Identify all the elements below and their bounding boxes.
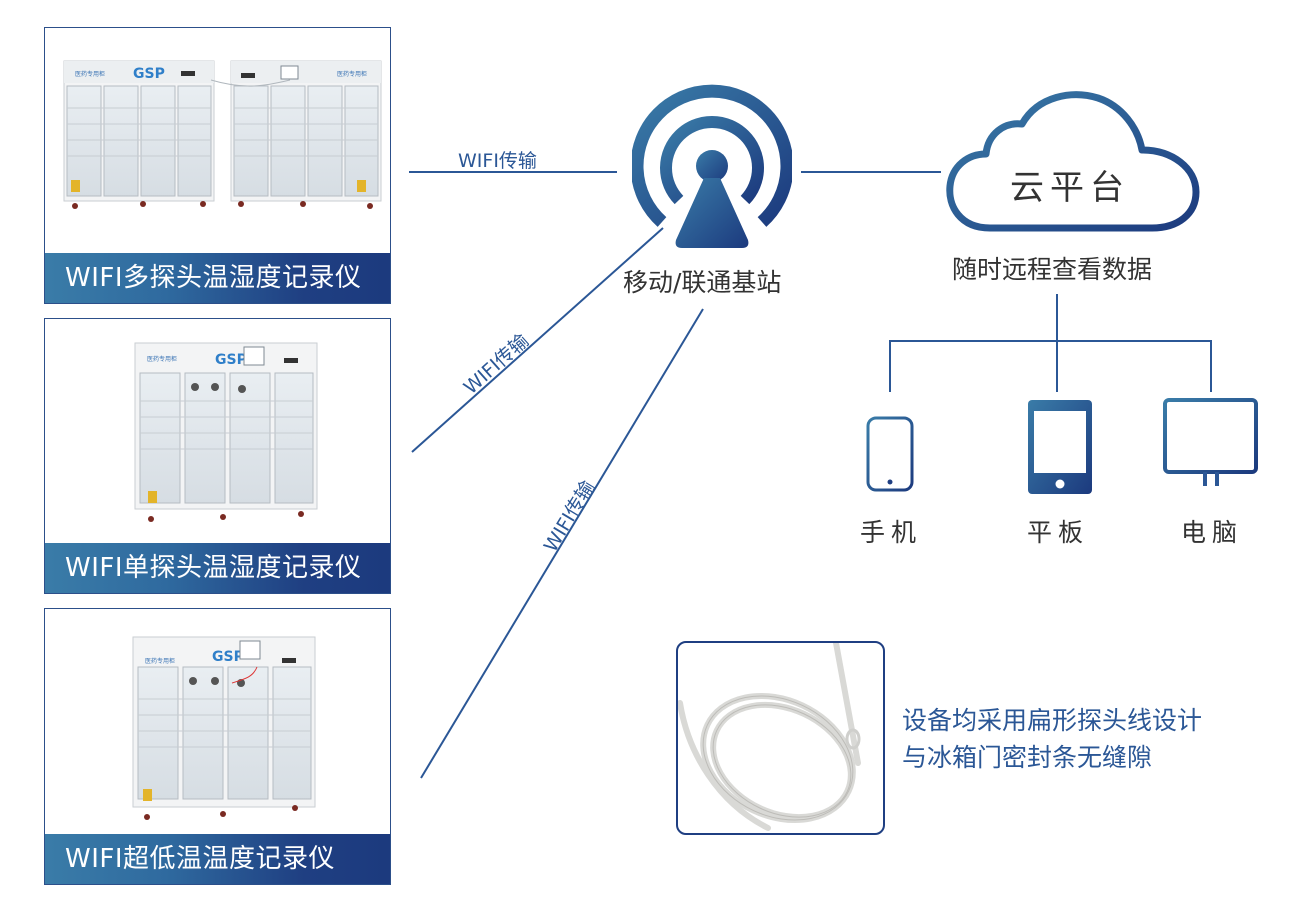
cabinet-badge-text: 医药专用柜 (75, 70, 105, 78)
product-title: WIFI单探头温湿度记录仪 (45, 543, 390, 593)
gsp-logo: GSP (133, 66, 165, 82)
cloud-title: 云平台 (1010, 168, 1130, 208)
probe-description-line2: 与冰箱门密封条无缝隙 (902, 743, 1153, 772)
wifi-label-horizontal: WIFI传输 (458, 150, 537, 172)
product-card-single-probe[interactable]: 医药专用柜 GSP WIFI单探头温湿度记录仪 (44, 318, 391, 594)
cabinet-right: 医药专用柜 (230, 60, 382, 209)
product-card-multi-probe[interactable]: 医药专用柜 GSP 医药专用柜 WIFI多探头温湿度记 (44, 27, 391, 304)
cabinet-photo: 医药专用柜 GSP (45, 609, 390, 834)
base-station-label: 移动/联通基站 (623, 268, 782, 297)
device-label-tablet: 平板 (1027, 518, 1090, 547)
device-label-computer: 电脑 (1181, 518, 1244, 547)
cabinet-photo: 医药专用柜 GSP 医药专用柜 (45, 28, 390, 253)
link-card2-to-tower (411, 227, 664, 453)
product-title: WIFI多探头温湿度记录仪 (45, 253, 390, 303)
device-label-phone: 手机 (860, 518, 923, 547)
device-branch-line (889, 340, 1212, 392)
signal-tower-icon (632, 84, 792, 248)
desktop-monitor-icon (1163, 398, 1258, 491)
svg-text:医药专用柜: 医药专用柜 (145, 657, 175, 665)
flat-probe-cable-icon (678, 643, 861, 831)
link-card3-to-tower (420, 308, 704, 779)
smartphone-icon (866, 416, 914, 492)
cabinet-left: 医药专用柜 GSP (63, 60, 215, 209)
probe-description-line1: 设备均采用扁形探头线设计 (902, 706, 1203, 735)
tablet-icon (1028, 400, 1092, 494)
cloud-subtitle: 随时远程查看数据 (952, 255, 1153, 284)
cloud-icon (946, 91, 1200, 232)
svg-text:医药专用柜: 医药专用柜 (337, 70, 367, 78)
svg-text:GSP: GSP (215, 352, 247, 368)
product-title: WIFI超低温温度记录仪 (45, 834, 390, 884)
probe-cable-photo (676, 641, 885, 835)
svg-text:GSP: GSP (212, 649, 244, 665)
svg-text:医药专用柜: 医药专用柜 (147, 355, 177, 363)
product-card-ultra-low-temp[interactable]: 医药专用柜 GSP WIFI超低温温度记录仪 (44, 608, 391, 885)
cabinet-photo: 医药专用柜 GSP (45, 319, 390, 543)
